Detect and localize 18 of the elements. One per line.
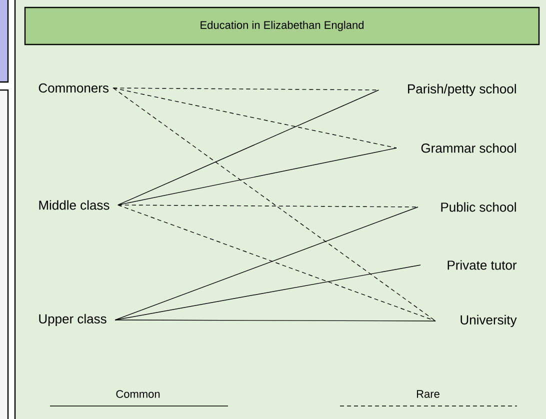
connector-line	[112, 88, 397, 148]
legend-label: Rare	[417, 390, 440, 398]
connector-line	[118, 90, 380, 206]
connector-line	[118, 148, 397, 206]
class-label: Middle class	[39, 200, 110, 210]
class-label: Private tutor	[448, 260, 517, 270]
connector-line	[114, 264, 421, 320]
legend-label: Common	[116, 390, 160, 398]
class-label: Commoners	[38, 83, 109, 93]
connector-line	[112, 88, 436, 322]
class-label: Public school	[441, 202, 516, 212]
class-label: Parish/petty school	[408, 84, 516, 96]
class-label: University	[460, 314, 517, 328]
class-label: Grammar school	[421, 143, 516, 153]
connector-line	[118, 204, 418, 208]
title-bar: Education in Elizabethan England	[24, 6, 540, 46]
class-label: Upper class	[39, 314, 106, 326]
connector-line	[114, 320, 436, 322]
